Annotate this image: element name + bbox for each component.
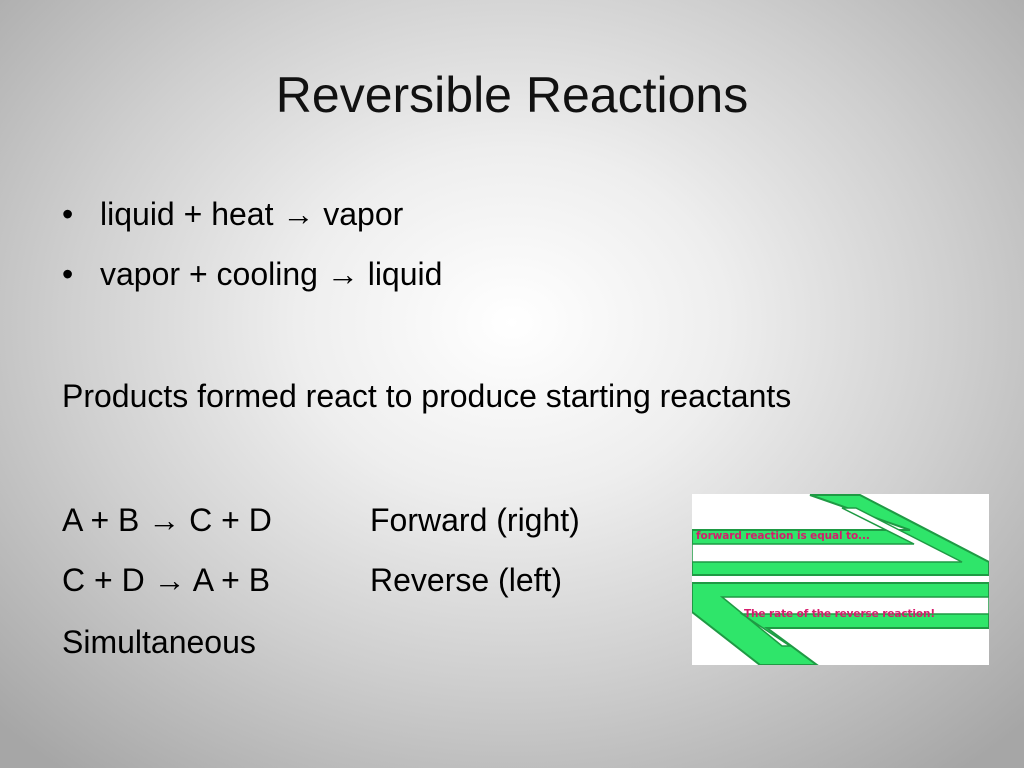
forward-equation: A + B → C + D	[62, 502, 272, 538]
forward-label: Forward (right)	[370, 502, 580, 538]
bullet-marker: •	[62, 196, 74, 232]
simultaneous-text: Simultaneous	[62, 624, 256, 660]
bullet-item: • liquid + heat → vapor	[62, 190, 442, 238]
bullet-item: • vapor + cooling → liquid	[62, 250, 442, 298]
figure-top-text: forward reaction is equal to...	[696, 530, 870, 542]
forward-arrow-gap	[692, 507, 963, 563]
equilibrium-arrows-image: forward reaction is equal to... The rate…	[692, 494, 989, 665]
reverse-arrow-gap	[719, 596, 989, 647]
bullet-text: liquid + heat → vapor	[100, 196, 404, 232]
reverse-label: Reverse (left)	[370, 562, 563, 598]
figure-bottom-text: The rate of the reverse reaction!	[744, 608, 936, 620]
bullet-text: vapor + cooling → liquid	[100, 256, 443, 292]
statement-text: Products formed react to produce startin…	[62, 378, 792, 414]
equilibrium-arrows-icon	[692, 494, 989, 665]
bullet-marker: •	[62, 256, 74, 292]
reverse-equation: C + D → A + B	[62, 562, 271, 598]
slide-title: Reversible Reactions	[275, 67, 749, 123]
reverse-arrow-shape	[692, 582, 989, 665]
bullet-list: • liquid + heat → vapor • vapor + coolin…	[62, 190, 442, 310]
